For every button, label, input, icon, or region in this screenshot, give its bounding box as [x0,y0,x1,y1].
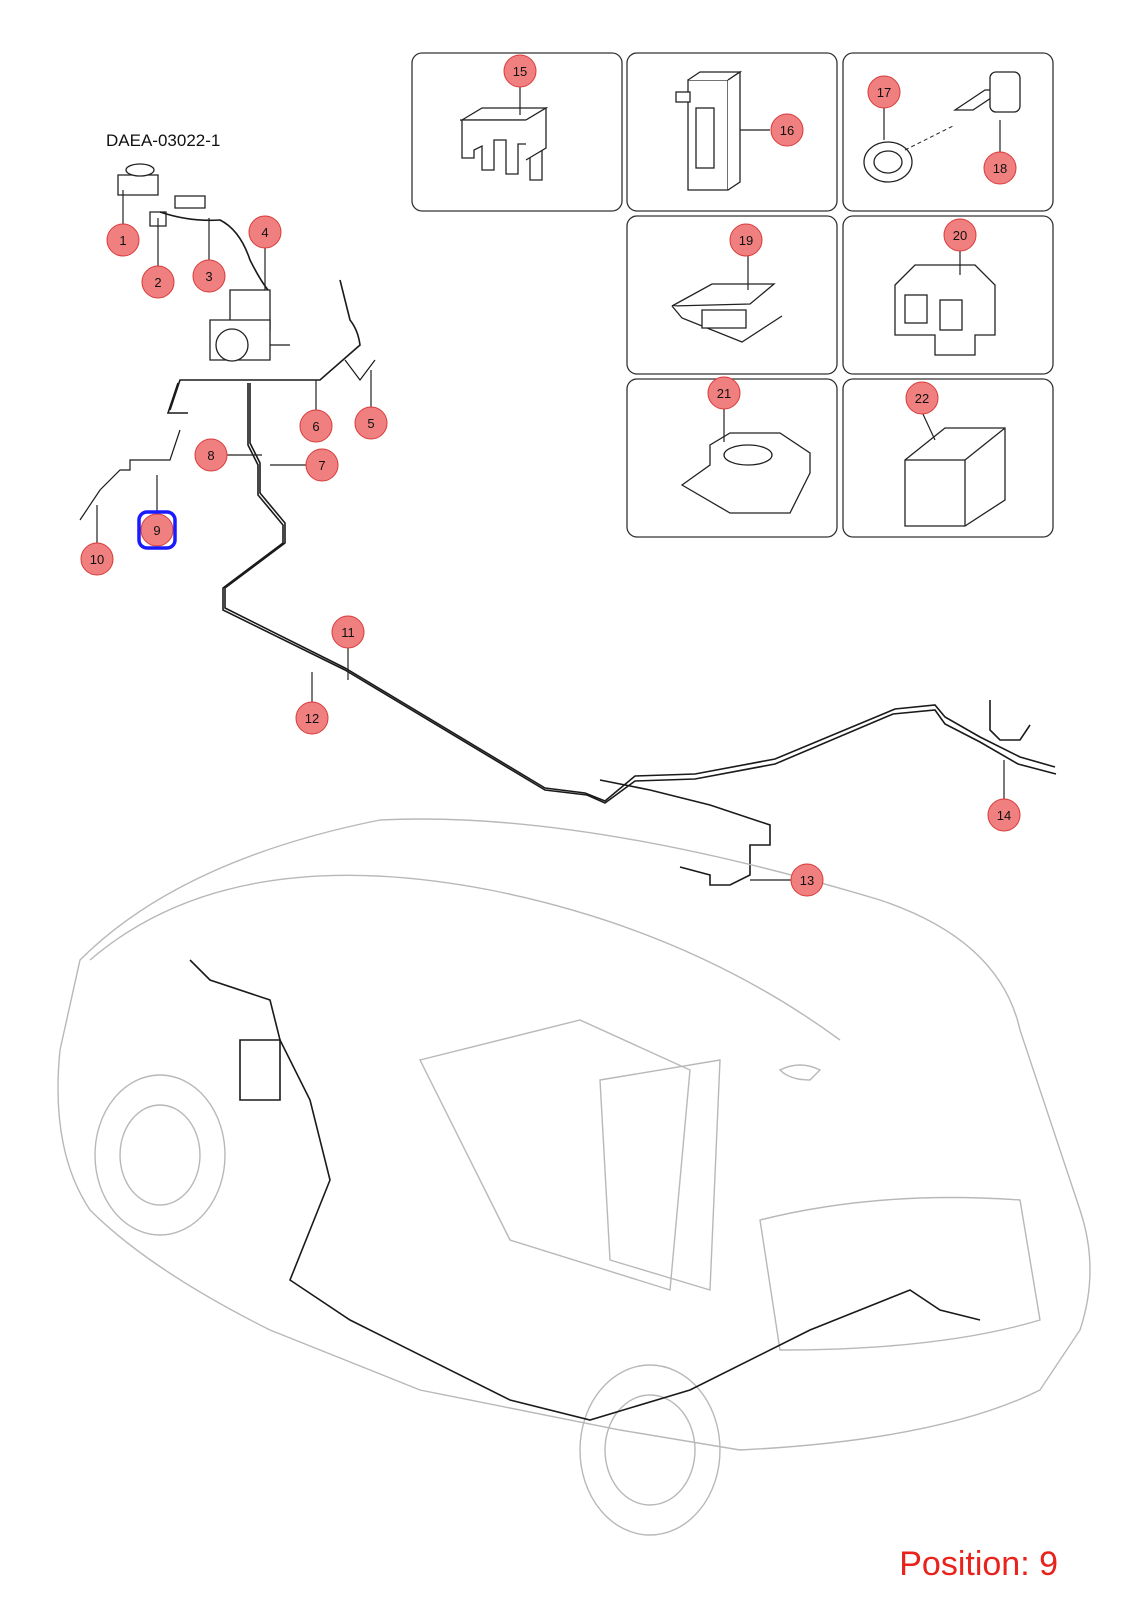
callout-19[interactable]: 19 [729,223,763,257]
svg-text:20: 20 [953,228,967,243]
callout-13[interactable]: 13 [790,863,824,897]
master-cylinder-assembly [117,163,290,362]
brake-pipe-network [79,279,1057,886]
svg-text:11: 11 [341,625,355,640]
clip-16-drawing [675,70,770,191]
svg-text:3: 3 [205,269,212,284]
svg-text:19: 19 [739,233,753,248]
position-label: Position: 9 [899,1545,1058,1583]
svg-text:18: 18 [993,161,1007,176]
callout-7[interactable]: 7 [305,448,339,482]
svg-text:17: 17 [877,85,891,100]
svg-text:5: 5 [367,416,374,431]
clip-20-drawing [894,250,996,356]
clip-21-drawing [680,405,811,514]
clip-15-drawing [459,82,549,181]
callouts: 1 2 3 4 5 6 7 8 9 10 11 12 13 14 15 16 1… [80,54,1021,897]
selection-highlight [137,510,177,550]
callout-20[interactable]: 20 [943,218,977,252]
callout-2[interactable]: 2 [141,265,175,299]
callout-5[interactable]: 5 [354,406,388,440]
vehicle-pipes [189,959,981,1421]
clip-19-drawing [671,255,783,343]
callout-6[interactable]: 6 [299,409,333,443]
vehicle-outline [57,818,1091,1536]
svg-text:7: 7 [318,458,325,473]
callout-21[interactable]: 21 [707,376,741,410]
callout-18[interactable]: 18 [983,151,1017,185]
svg-text:2: 2 [154,275,161,290]
svg-text:10: 10 [90,552,104,567]
svg-text:15: 15 [513,64,527,79]
svg-text:9: 9 [153,523,160,538]
code-label: DAEA-03022-1 [106,131,221,150]
svg-text:6: 6 [312,419,319,434]
svg-text:8: 8 [207,448,214,463]
callout-17[interactable]: 17 [867,75,901,109]
callout-8[interactable]: 8 [194,438,228,472]
callout-22[interactable]: 22 [905,381,939,415]
callout-10[interactable]: 10 [80,542,114,576]
callout-11[interactable]: 11 [331,615,365,649]
washer-17-bolt-18-drawing [863,71,1021,183]
svg-text:14: 14 [997,808,1011,823]
callout-16[interactable]: 16 [770,113,804,147]
svg-text:22: 22 [915,391,929,406]
panel-17-18[interactable] [842,52,1054,212]
callout-4[interactable]: 4 [248,215,282,249]
svg-text:4: 4 [261,225,268,240]
clip-22-drawing [904,411,1006,527]
svg-text:12: 12 [305,711,319,726]
callout-1[interactable]: 1 [106,223,140,257]
svg-text:1: 1 [119,233,126,248]
callout-3[interactable]: 3 [192,259,226,293]
callout-12[interactable]: 12 [295,701,329,735]
callout-14[interactable]: 14 [987,798,1021,832]
svg-text:21: 21 [717,386,731,401]
callout-9-selected[interactable]: 9 [137,510,177,550]
callout-15[interactable]: 15 [503,54,537,88]
svg-text:16: 16 [780,123,794,138]
svg-text:13: 13 [800,873,814,888]
